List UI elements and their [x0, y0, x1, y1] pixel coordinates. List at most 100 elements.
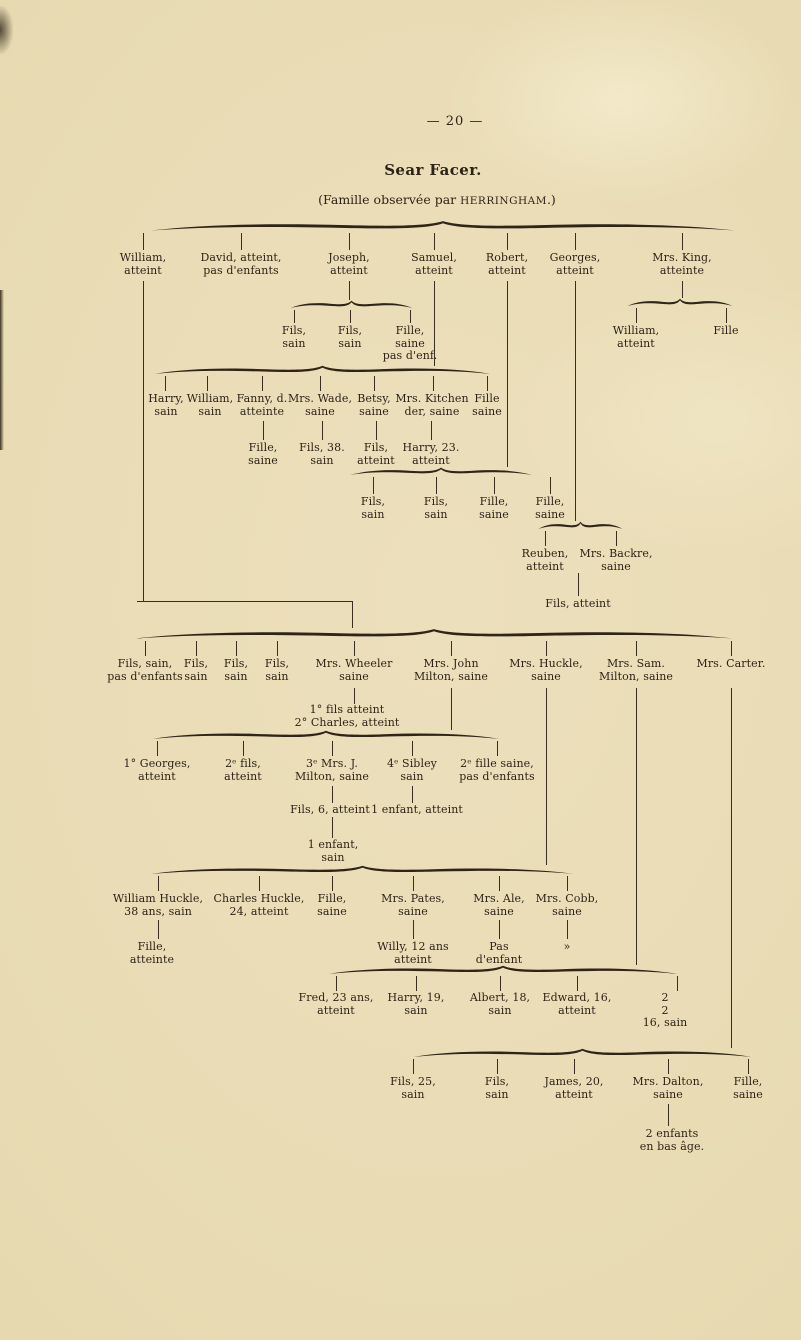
person-charles-huckle: Charles Huckle, 24, atteint — [213, 892, 305, 918]
person-betsy-fils: Fils, atteint — [357, 441, 395, 467]
person-gen1-william: William, atteint — [119, 251, 167, 277]
person-robert-fille2: Fille, saine — [535, 495, 565, 521]
person-huckle-fille: Fille, saine — [317, 892, 347, 918]
person-willy: Willy, 12 ans atteint — [377, 940, 449, 966]
tick-line — [567, 876, 568, 891]
tick-line — [294, 310, 295, 323]
tick-line — [262, 376, 263, 391]
tick-line — [636, 308, 637, 323]
descent-line-huckle — [546, 688, 547, 865]
tick-line — [726, 308, 727, 323]
subtitle-pre: (Famille observée par — [318, 192, 461, 207]
brace-huckle-children — [151, 865, 574, 874]
tick-line — [259, 876, 260, 891]
person-charles-fils: 2ᵉ fils, atteint — [224, 757, 262, 783]
person-mrs-wade: Mrs. Wade, saine — [287, 392, 353, 418]
person-mrs-pates: Mrs. Pates, saine — [381, 892, 445, 918]
subtitle-observer-name: HERRINGHAM — [460, 195, 547, 207]
tick-line — [416, 976, 417, 991]
tick-line — [577, 976, 578, 991]
person-william-huckle: William Huckle, 38 ans, sain — [112, 892, 204, 918]
tick-line — [677, 976, 678, 991]
person-fils25: Fils, 25, sain — [390, 1075, 436, 1101]
descent-line-betsy — [376, 421, 377, 440]
tick-line — [196, 641, 197, 656]
descent-line-wade — [322, 421, 323, 440]
person-carter-fils: Fils, sain — [484, 1075, 510, 1101]
brace-gen1-children — [150, 221, 736, 231]
descent-line-samuel — [434, 281, 435, 366]
person-joseph-son2: Fils, sain — [337, 324, 363, 350]
person-reuben-fils: Fils, atteint — [545, 597, 611, 610]
person-wchild-fils1: Fils, sain, pas d'enfants — [107, 657, 183, 683]
brace-robert-children — [349, 467, 533, 476]
person-mrs-backre: Mrs. Backre, saine — [579, 547, 653, 573]
tick-line — [616, 531, 617, 546]
person-joseph-son1: Fils, sain — [281, 324, 307, 350]
person-james: James, 20, atteint — [544, 1075, 604, 1101]
descent-line-sam-milton — [636, 688, 637, 965]
tick-line — [636, 641, 637, 656]
tick-line — [413, 1059, 414, 1074]
tick-line — [277, 641, 278, 656]
person-gen1-david: David, atteint, pas d'enfants — [200, 251, 282, 277]
tick-line — [436, 477, 437, 494]
connector-line — [352, 601, 353, 628]
person-charles-sibley: 4ᵉ Sibley sain — [387, 757, 437, 783]
person-ages-2-2-16: 2 2 16, sain — [642, 991, 688, 1029]
descent-line-john-milton — [451, 688, 452, 730]
tick-line — [413, 876, 414, 891]
descent-line-ale — [499, 920, 500, 939]
person-gen1-robert: Robert, atteint — [485, 251, 529, 277]
person-fille-pas-denfants: 2ᵉ fille saine, pas d'enfants — [459, 757, 535, 783]
person-fanny: Fanny, d. atteinte — [236, 392, 288, 418]
person-wchild-fils2: Fils, sain — [183, 657, 209, 683]
person-robert-fils2: Fils, sain — [423, 495, 449, 521]
brace-samuel-children — [154, 365, 491, 374]
descent-line-georges — [575, 281, 576, 521]
descent-line-cobb — [567, 920, 568, 939]
person-mrs-cobb: Mrs. Cobb, saine — [535, 892, 599, 918]
tick-line — [682, 233, 683, 250]
person-king-fille: Fille — [713, 324, 739, 337]
person-fils6: Fils, 6, atteint — [290, 803, 370, 816]
tick-line — [545, 531, 546, 546]
person-king-william: William, atteint — [612, 324, 660, 350]
tick-line — [497, 741, 498, 756]
person-wchild-fils3: Fils, sain — [223, 657, 249, 683]
descent-line-sibley — [412, 786, 413, 803]
person-sibley-enfant: 1 enfant, atteint — [371, 803, 463, 816]
person-mrs-dalton: Mrs. Dalton, saine — [632, 1075, 704, 1101]
descent-line-kitchender — [431, 421, 432, 440]
tick-line — [487, 376, 488, 391]
descent-line-fanny — [263, 421, 264, 440]
note-2-enfants: 2 enfants en bas âge. — [639, 1127, 705, 1153]
person-harry: Harry, sain — [148, 392, 184, 418]
note-ditto: » — [563, 940, 571, 953]
person-fred: Fred, 23 ans, atteint — [298, 991, 374, 1017]
person-harry19: Harry, 19, sain — [387, 991, 445, 1017]
person-robert-fille1: Fille, saine — [479, 495, 509, 521]
tick-line — [165, 376, 166, 391]
person-mrs-carter: Mrs. Carter. — [696, 657, 766, 670]
scan-edge-smudge — [0, 6, 13, 54]
descent-line-reuben — [578, 573, 579, 596]
descent-line-carter — [731, 688, 732, 1048]
tick-line — [550, 477, 551, 494]
descent-line-robert — [507, 281, 508, 467]
tick-line — [546, 641, 547, 656]
person-huckle-fille-atteinte: Fille, atteinte — [129, 940, 175, 966]
person-mrs-ale: Mrs. Ale, saine — [473, 892, 525, 918]
person-mrs-sam-milton: Mrs. Sam. Milton, saine — [598, 657, 674, 683]
tick-line — [236, 641, 237, 656]
tick-line — [731, 641, 732, 656]
person-gen1-joseph: Joseph, atteint — [328, 251, 370, 277]
brace-sam-milton-children — [328, 965, 678, 974]
person-edward: Edward, 16, atteint — [542, 991, 612, 1017]
person-wade-fils38: Fils, 38. sain — [299, 441, 345, 467]
person-charles-mrs-j-milton: 3ᵉ Mrs. J. Milton, saine — [294, 757, 370, 783]
person-wchild-fils4: Fils, sain — [264, 657, 290, 683]
tick-line — [336, 976, 337, 991]
page-subtitle: (Famille observée par HERRINGHAM.) — [318, 192, 556, 207]
